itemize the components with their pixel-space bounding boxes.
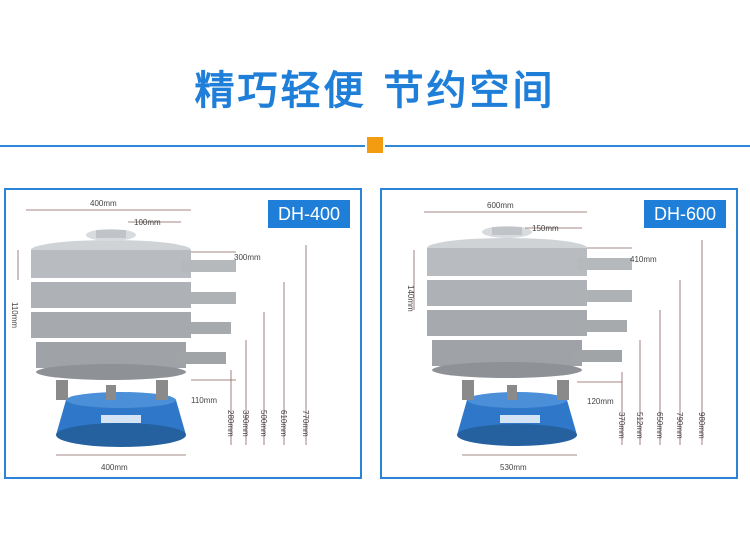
dim-side-outlet: 300mm <box>234 253 261 262</box>
dim-height-2: 512mm <box>635 412 644 439</box>
title-divider-right <box>385 145 750 147</box>
dim-height-3: 650mm <box>655 412 664 439</box>
dim-height-1: 280mm <box>226 410 235 437</box>
dim-top-width: 600mm <box>487 201 514 210</box>
dim-height-1: 370mm <box>617 412 626 439</box>
title-divider-left <box>0 145 365 147</box>
machine-panel-dh400: 400mm 100mm 300mm 110mm 110mm 280mm 390m… <box>4 188 362 479</box>
model-label: DH-600 <box>643 200 726 228</box>
divider-marker <box>367 137 383 153</box>
dim-top-width: 400mm <box>90 199 117 208</box>
dim-outlet-bottom: 110mm <box>191 396 217 405</box>
dim-inlet: 150mm <box>532 224 559 233</box>
machine-panel-dh600: 600mm 150mm 410mm 140mm 120mm 370mm 512m… <box>380 188 738 479</box>
dim-side-outlet: 410mm <box>630 255 657 264</box>
dim-height-4: 790mm <box>675 412 684 439</box>
dim-outlet-bottom: 120mm <box>587 397 614 406</box>
dim-height-4: 610mm <box>279 410 288 437</box>
dim-inlet: 100mm <box>134 218 161 227</box>
machine-drawing-dh400: 400mm 100mm 300mm 110mm 110mm 280mm 390m… <box>10 199 310 472</box>
dim-height-5: 770mm <box>301 410 310 437</box>
dim-layer-height: 110mm <box>10 302 19 328</box>
page-title: 精巧轻便 节约空间 <box>194 68 556 114</box>
model-label: DH-400 <box>267 200 350 228</box>
dim-base-width: 530mm <box>500 463 527 472</box>
dim-height-3: 500mm <box>259 410 268 437</box>
dim-height-5: 980mm <box>697 412 706 439</box>
dim-base-width: 400mm <box>101 463 128 472</box>
dim-height-2: 390mm <box>241 410 250 437</box>
dim-layer-height: 140mm <box>406 285 415 312</box>
machine-drawing-dh600: 600mm 150mm 410mm 140mm 120mm 370mm 512m… <box>406 201 706 472</box>
